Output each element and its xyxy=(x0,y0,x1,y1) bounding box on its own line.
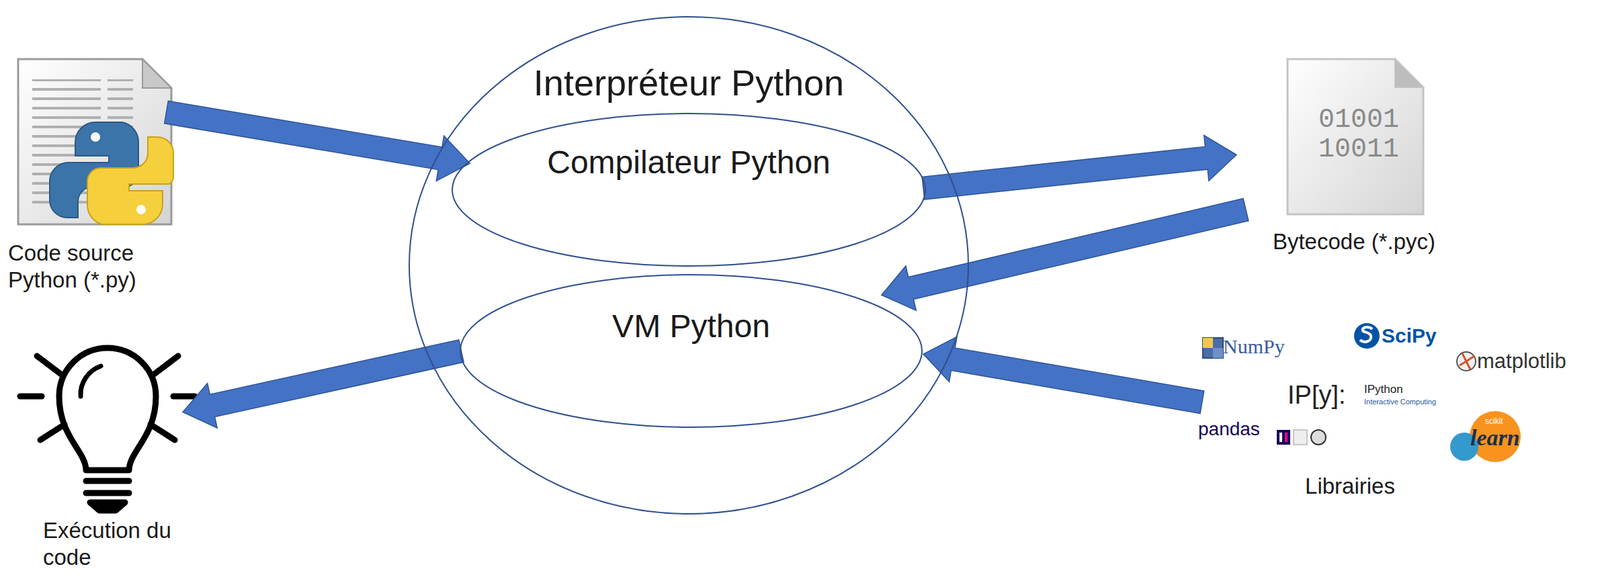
vm-ellipse: VM Python xyxy=(458,273,924,429)
scipy-logo-mark xyxy=(1354,323,1380,349)
node-label: Compilateur Python xyxy=(450,143,927,183)
library-logo-graphics xyxy=(1202,323,1521,463)
bytecode-file-node: 01001 10011Bytecode (*.pyc) xyxy=(1236,57,1472,296)
light-bulb-icon xyxy=(20,348,195,511)
node-label: Exécution du code xyxy=(43,517,198,571)
binary-digits: 01001 10011 xyxy=(1318,105,1413,165)
node-label: VM Python xyxy=(458,307,924,347)
source-file-node: Code source Python (*.py) xyxy=(6,57,175,300)
numpy-cube xyxy=(1202,338,1224,359)
block-arrow xyxy=(881,198,1249,312)
compiler-ellipse: Compilateur Python xyxy=(450,112,927,268)
libraries-group: NumPy SciPy matplotlibIP[y]: IPythonInterac… xyxy=(1196,315,1593,504)
ellipse-outline xyxy=(458,273,924,429)
execution-node: Exécution du code xyxy=(13,339,202,575)
library-logo-text: NumPy xyxy=(1223,334,1285,359)
python-logo xyxy=(49,122,174,225)
node-label: Code source Python (*.py) xyxy=(8,239,163,293)
pandas-logo-marks xyxy=(1276,430,1326,445)
node-label: Bytecode (*.pyc) xyxy=(1236,228,1472,256)
library-logo-text: pandas xyxy=(1198,417,1260,441)
block-arrow xyxy=(923,336,1205,414)
block-arrow xyxy=(182,340,464,429)
library-logo-text: learn xyxy=(1470,424,1521,453)
library-logo-text: IP[y]: xyxy=(1287,380,1346,412)
interpreter-ellipse: Interpréteur PythonCompilateur Python VM … xyxy=(407,15,970,516)
ellipse-shape xyxy=(460,274,922,428)
library-logo-text: scikit xyxy=(1485,416,1504,427)
matplotlib-logo-mark xyxy=(1456,352,1476,371)
library-logo-text: matplotlib xyxy=(1477,348,1567,374)
library-logo-text: SciPy xyxy=(1381,323,1437,349)
source-file-icon xyxy=(18,59,174,225)
node-label: Interpréteur Python xyxy=(407,61,970,105)
bytecode-file-icon xyxy=(1287,59,1424,215)
block-arrow xyxy=(164,100,471,181)
node-label: Librairies xyxy=(1269,473,1431,500)
ellipse-shape xyxy=(452,113,926,267)
library-logo-text: IPython xyxy=(1364,383,1404,397)
ellipse-outline xyxy=(450,112,927,268)
library-logo-text: Interactive Computing xyxy=(1364,397,1437,407)
scikit-learn-logo-mark xyxy=(1450,411,1521,463)
block-arrow xyxy=(921,135,1237,201)
